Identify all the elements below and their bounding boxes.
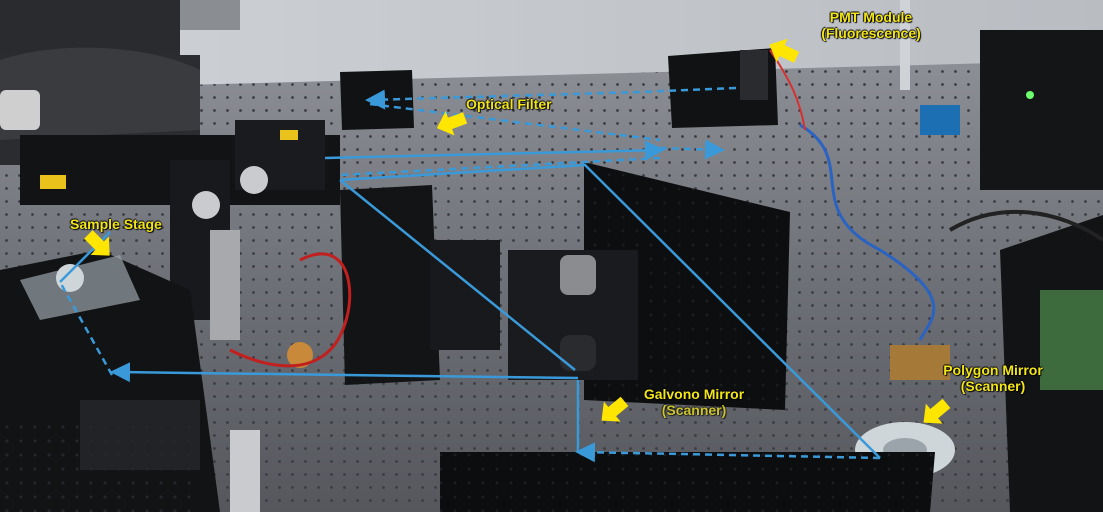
polygon-label-line2: (Scanner) <box>960 378 1026 394</box>
lens-brass <box>287 342 313 368</box>
pointer-arrow-icon <box>769 38 800 63</box>
warning-label <box>40 175 66 189</box>
laser-label <box>280 130 298 140</box>
galvo-cylinder <box>560 255 596 295</box>
sample-stage-label: Sample Stage <box>70 216 162 232</box>
steel-post <box>210 230 240 340</box>
black-panel-mid <box>340 185 440 385</box>
cable-blue <box>799 123 936 341</box>
black-panel-back <box>340 70 414 130</box>
pmt-label-line1: PMT Module <box>829 9 913 25</box>
polygon-label-line1: Polygon Mirror <box>943 362 1043 378</box>
polygon-driver <box>890 345 950 380</box>
left-hose <box>0 47 200 140</box>
sample-holder <box>56 264 84 292</box>
pointer-arrow-icon <box>601 396 629 422</box>
right-enclosure <box>980 30 1103 190</box>
stage-holes <box>0 420 200 512</box>
rack-pole <box>900 0 910 90</box>
wall-object <box>180 0 240 30</box>
front-panel-holes <box>440 452 935 512</box>
pmt-mount <box>740 50 768 100</box>
pointer-arrow-icon <box>84 230 110 256</box>
galvo-motor <box>560 335 596 371</box>
beam-paths <box>58 86 881 463</box>
galvo-mirror-label: Galvono Mirror (Scanner) <box>624 386 764 418</box>
sample-stage-label-text: Sample Stage <box>70 216 162 232</box>
knob <box>240 166 268 194</box>
pcb-board <box>1040 290 1103 390</box>
green-led <box>1026 91 1034 99</box>
knob <box>192 191 220 219</box>
blue-detector <box>920 105 960 135</box>
galvo-label-line2: (Scanner) <box>661 402 727 418</box>
galvo-label-line1: Galvono Mirror <box>643 386 745 402</box>
optical-filter-label: Optical Filter <box>466 96 552 112</box>
cable-red <box>229 252 352 368</box>
pointer-arrow-icon <box>923 398 951 424</box>
bottle <box>0 90 40 130</box>
micrometer <box>230 430 260 512</box>
pointer-arrow-icon <box>436 111 468 136</box>
objective-mount <box>430 240 500 350</box>
pmt-module-label: PMT Module (Fluorescence) <box>806 9 936 41</box>
pmt-label-line2: (Fluorescence) <box>821 25 921 41</box>
optical-filter-label-text: Optical Filter <box>466 96 552 112</box>
polygon-mirror-label: Polygon Mirror (Scanner) <box>926 362 1060 394</box>
cable-black <box>948 209 1103 242</box>
